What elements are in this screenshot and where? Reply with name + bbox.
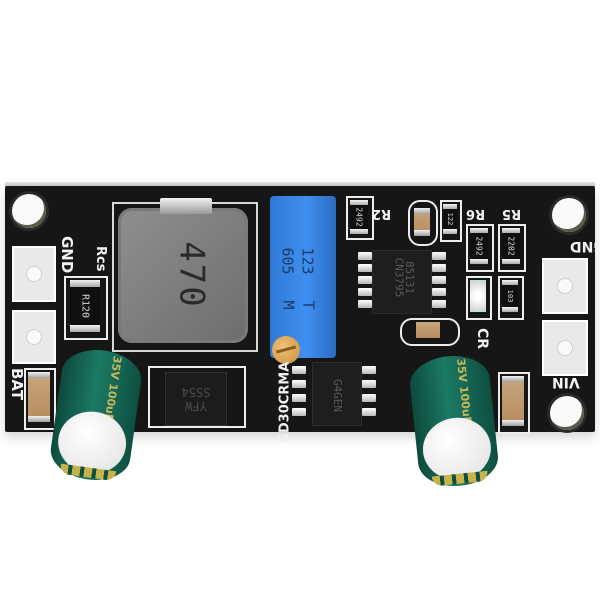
resistor-small-marking: 122: [446, 212, 454, 226]
label-vin: VIN: [552, 374, 580, 390]
r2-outline: [346, 196, 374, 240]
ic-marking-2: 85131: [403, 260, 417, 295]
terminal-pad-vin: [542, 320, 588, 376]
cap-right-outline: [498, 372, 530, 434]
led-outline: [466, 276, 492, 320]
label-model: SD30CRMA: [277, 361, 293, 443]
pot-marking-3: 605: [278, 247, 297, 275]
ceramic-capacitor-small: [414, 208, 430, 236]
resistor-small-outline: [440, 200, 462, 242]
rcs-outline: [64, 276, 108, 340]
resistor-small: 122: [443, 204, 457, 234]
resistor-r5: 2202: [502, 228, 520, 264]
capacitor-right-marking: 35V 100uF: [454, 357, 474, 425]
label-cr: CR: [474, 328, 490, 350]
electrolytic-capacitor-right: 35V 100uF: [407, 352, 501, 490]
r2-marking: 2492: [354, 207, 364, 227]
inductor-marking: 470: [171, 241, 212, 309]
mosfet-ic: G4GEN: [312, 362, 362, 426]
diode-marking-1: SS54: [181, 385, 211, 399]
mounting-hole-top-right: [552, 198, 586, 232]
pot-marking-2: T: [299, 300, 318, 310]
ceramic-capacitor-left: [28, 372, 50, 422]
cr-marking: 103: [506, 289, 514, 303]
label-r5: R5: [502, 206, 522, 221]
mounting-hole-bottom-right: [550, 396, 584, 430]
cr-resistor-outline: [498, 276, 524, 320]
inductor-terminal: [160, 198, 212, 214]
label-gnd-right: GND: [570, 238, 600, 254]
r5-outline: [498, 224, 526, 272]
cap-horizontal-outline: [400, 318, 460, 346]
rcs-marking: R120: [79, 293, 91, 319]
label-rcs: Rcs: [93, 246, 108, 272]
schottky-diode: SS54 YFW: [165, 372, 227, 426]
terminal-pad-gnd-left: [12, 246, 56, 302]
label-r2: R2: [372, 206, 392, 221]
capacitor-left-marking: 35V 100uF: [101, 355, 124, 423]
diode-outline: [148, 366, 246, 428]
r6-outline: [466, 224, 494, 272]
capacitor-outline-small: [408, 200, 438, 246]
ceramic-capacitor-horizontal: [416, 322, 440, 338]
adjustment-screw[interactable]: [272, 336, 300, 364]
power-inductor: [118, 208, 248, 343]
label-r6: R6: [466, 206, 486, 221]
resistor-r2: 2492: [350, 200, 368, 234]
r5-marking: 2202: [506, 236, 516, 256]
diode-marking-2: YFW: [185, 399, 207, 413]
resistor-r6: 2492: [470, 228, 488, 264]
pot-marking-4: M: [279, 300, 298, 310]
controller-ic: CN3795 85131: [372, 250, 432, 314]
cap-left-outline: [24, 368, 56, 430]
resistor-cr: 103: [502, 280, 518, 312]
status-led: [470, 280, 486, 312]
terminal-pad-bat: [12, 310, 56, 364]
pcb-top-edge: [5, 182, 595, 188]
terminal-pad-gnd-right: [542, 258, 588, 314]
trimmer-potentiometer[interactable]: 123 605 T M: [270, 196, 336, 358]
mosfet-marking: G4GEN: [331, 378, 345, 413]
current-sense-resistor: R120: [70, 280, 100, 332]
electrolytic-capacitor-left: 35V 100uF: [47, 345, 145, 485]
label-gnd-left: GND: [58, 236, 76, 274]
r6-marking: 2492: [474, 236, 484, 256]
mounting-hole-top-left: [12, 194, 46, 228]
ceramic-capacitor-right: [502, 376, 524, 426]
pot-marking-1: 123: [298, 247, 317, 275]
